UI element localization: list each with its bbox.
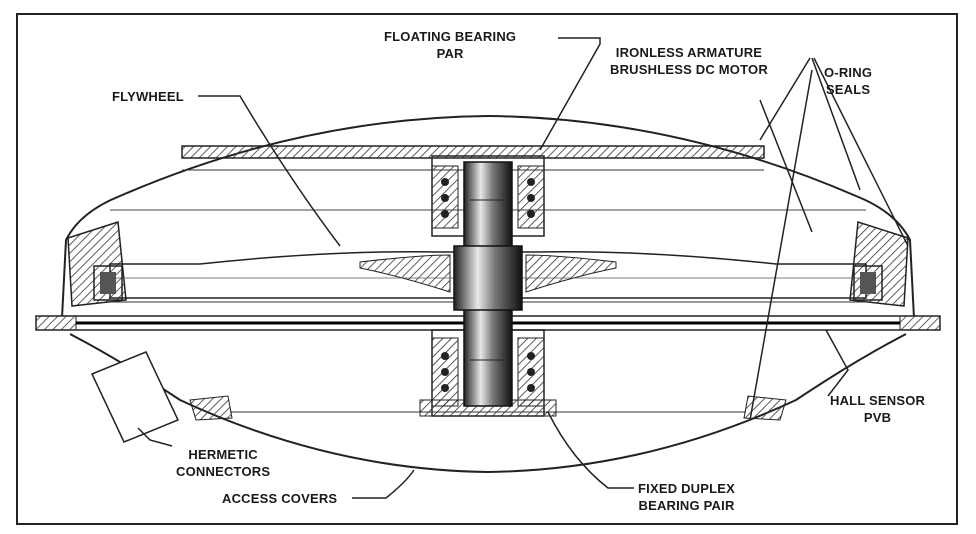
label-ironless-armature-motor: IRONLESS ARMATURE BRUSHLESS DC MOTOR: [610, 45, 768, 77]
flywheel-hub-hatch: [359, 254, 617, 293]
label-access-covers: ACCESS COVERS: [222, 491, 338, 506]
label-floating-bearing-pair: FLOATING BEARING PAR: [384, 29, 517, 61]
label-fixed-duplex-bearing-pair: FIXED DUPLEX BEARING PAIR: [638, 481, 736, 513]
label-hall-sensor-pvb: HALL SENSOR PVB: [830, 393, 926, 425]
upper-dome-housing: [61, 114, 915, 319]
right-access-cover: [743, 395, 787, 421]
left-access-cover: [189, 395, 233, 421]
flywheel-rotor: [109, 251, 867, 299]
label-flywheel: FLYWHEEL: [112, 89, 184, 104]
label-hermetic-connectors: HERMETIC CONNECTORS: [176, 447, 271, 479]
top-cover-plate: [181, 145, 765, 159]
left-motor-ring: [93, 265, 123, 301]
right-motor-ring: [853, 265, 883, 301]
image-border: [16, 13, 958, 525]
leader-lines: [137, 37, 909, 499]
label-o-ring-seals: O-RING SEALS: [824, 65, 873, 97]
hermetic-connector-box: [90, 351, 180, 443]
